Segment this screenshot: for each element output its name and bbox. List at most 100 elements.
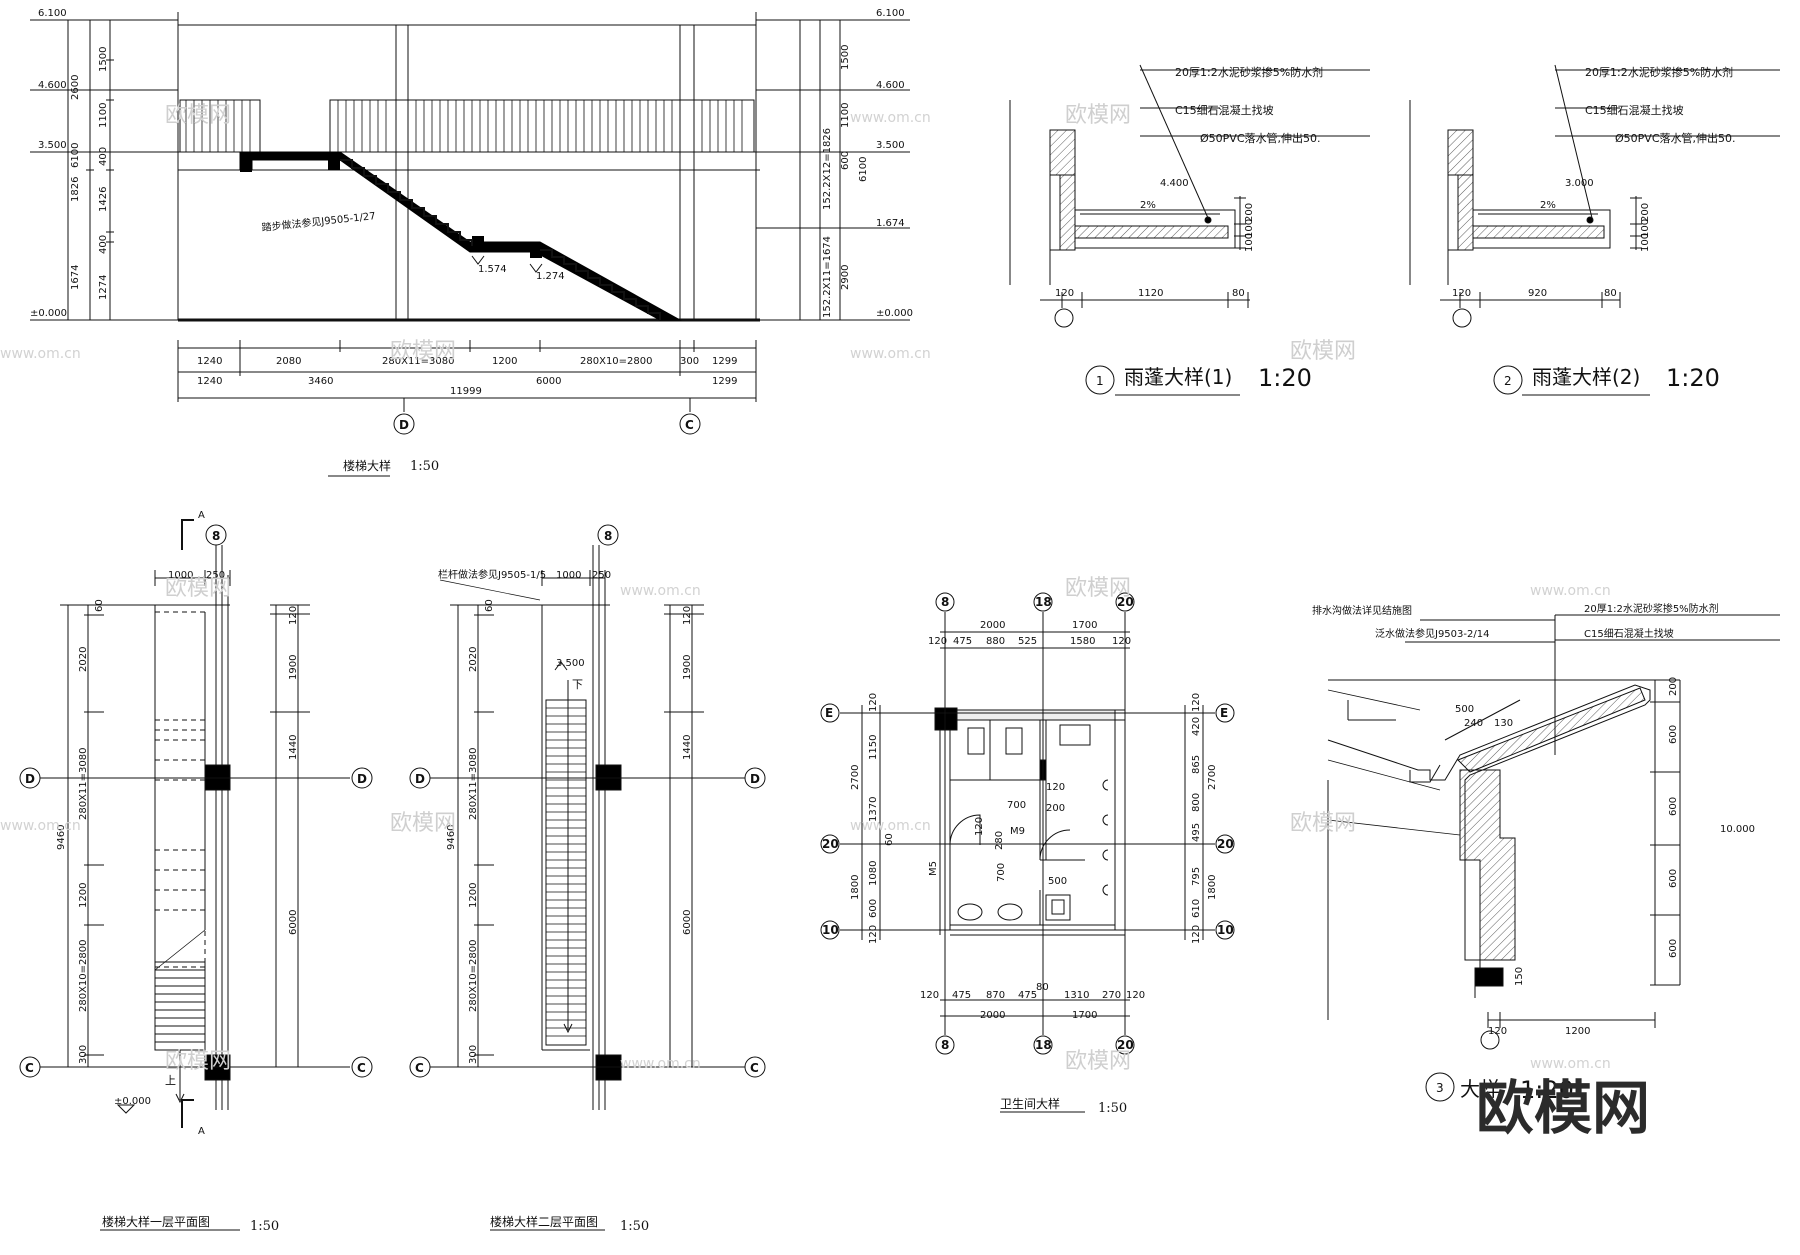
dim-text: 1200: [492, 356, 517, 367]
dim-text: 120: [868, 925, 879, 944]
axis-label: C: [685, 418, 694, 432]
drawing-title: 大样: [1460, 1077, 1500, 1101]
dim-text: 1500: [840, 45, 851, 70]
dim-text: 1800: [850, 875, 861, 900]
dim-text: 2000: [980, 1010, 1005, 1021]
dim-text: 700: [996, 863, 1007, 882]
axis-label: D: [25, 772, 35, 786]
axis-label: D: [750, 772, 760, 786]
dim-text: 1100: [98, 103, 109, 128]
dim-text: 1274: [98, 275, 109, 300]
dim-text: 280X11=3080: [382, 356, 455, 367]
dim-text: 700: [1007, 800, 1026, 811]
dim-text: 60: [484, 599, 495, 612]
dim-text: 6000: [288, 910, 299, 935]
up-indicator: 上: [165, 1074, 176, 1087]
axis-label: 20: [822, 837, 839, 851]
dim-text: 800: [1191, 793, 1202, 812]
toilet-bottom-dims: 120 475 870 475 1310 270 120 2000 1700: [920, 990, 1145, 1021]
step-note: 踏步做法参见J9505-1/27: [261, 209, 376, 234]
drawing-title: 雨蓬大样(2): [1532, 365, 1640, 389]
dim-text: 6000: [536, 376, 561, 387]
section-bottom-dims: 1240 2080 280X11=3080 1200 280X10=2800 3…: [197, 356, 737, 397]
drawing-title: 楼梯大样: [343, 458, 391, 473]
dim-text: 120: [1112, 636, 1131, 647]
dim-text: 2600: [70, 75, 81, 100]
dim-text: 200: [1046, 803, 1065, 814]
dim-text: 200: [1244, 203, 1255, 222]
drawing-title: 雨蓬大样(1): [1124, 365, 1232, 389]
dim-text: 250: [592, 570, 611, 581]
dim-text: 2080: [276, 356, 301, 367]
dim-text: 475: [1018, 990, 1037, 1001]
watermark-text: 欧模网: [165, 1049, 231, 1074]
dim-text: 1440: [288, 735, 299, 760]
dim-text: 1310: [1064, 990, 1089, 1001]
section-cut-label: A: [198, 1126, 205, 1137]
dim-text: 280X10=2800: [468, 940, 479, 1013]
axis-label: 20: [1217, 837, 1234, 851]
level-label: 6.100: [38, 8, 67, 19]
axis-label: 18: [1035, 1038, 1052, 1052]
canopy-detail-2: [1410, 65, 1780, 395]
watermark-text: www.om.cn: [0, 818, 81, 834]
dim-text: M9: [1010, 826, 1025, 837]
dim-text: 280X10=2800: [580, 356, 653, 367]
dim-text: 200: [1640, 203, 1651, 222]
drawing-scale: 1:20: [1520, 1076, 1574, 1104]
watermark-text: www.om.cn: [1530, 583, 1611, 599]
drawing-scale: 1:20: [1258, 364, 1312, 392]
dim-text: 920: [1528, 288, 1547, 299]
detail-number: 1: [1096, 374, 1104, 388]
dim-text: 1150: [868, 735, 879, 760]
dim-text: 120: [928, 636, 947, 647]
dim-text: 600: [868, 899, 879, 918]
dim-text: 610: [1191, 899, 1202, 918]
dim-text: 200: [1668, 677, 1679, 696]
dim-text: 240: [1464, 718, 1483, 729]
dim-text: 80: [1036, 982, 1049, 993]
axis-label: 8: [941, 1038, 949, 1052]
dim-text: 6100: [70, 143, 81, 168]
dim-text: 1900: [682, 655, 693, 680]
dim-text: 100: [1640, 233, 1651, 252]
dim-text: 1080: [868, 861, 879, 886]
dim-text: 300: [468, 1045, 479, 1064]
dim-text: 280X11=3080: [468, 748, 479, 821]
dim-text: 500: [1048, 876, 1067, 887]
eave-note: 泛水做法参见J9503-2/14: [1375, 627, 1489, 640]
axis-label: 8: [941, 595, 949, 609]
watermark-text: www.om.cn: [850, 346, 931, 362]
dim-text: 1100: [840, 103, 851, 128]
plan1-right-dims: 120 1900 1440 6000: [288, 606, 299, 935]
axis-label: C: [25, 1061, 34, 1075]
dim-text: 500: [1455, 704, 1474, 715]
dim-text: 2700: [1207, 765, 1218, 790]
axis-label: C: [357, 1061, 366, 1075]
drawing-title: 楼梯大样一层平面图: [102, 1214, 210, 1229]
canopy-detail-1: [1010, 65, 1370, 395]
axis-label: C: [415, 1061, 424, 1075]
toilet-top-dims: 2000 1700 120 475 880 525 1580 120: [928, 620, 1131, 647]
dim-text: 120: [1126, 990, 1145, 1001]
canopy-slope: 2%: [1540, 200, 1556, 211]
dim-text: 120: [288, 606, 299, 625]
dim-text: 1000: [556, 570, 581, 581]
dim-text: 600: [1668, 725, 1679, 744]
dim-text: 1800: [1207, 875, 1218, 900]
dim-text: 1120: [1138, 288, 1163, 299]
eave-note: 排水沟做法详见结施图: [1312, 604, 1412, 617]
dim-text: 130: [1494, 718, 1513, 729]
watermark-text: www.om.cn: [620, 1056, 701, 1072]
axis-label: D: [415, 772, 425, 786]
level-label: ±0.000: [876, 308, 913, 319]
dim-text: 865: [1191, 755, 1202, 774]
watermark-text: 欧模网: [1065, 576, 1131, 601]
level-label: 6.100: [876, 8, 905, 19]
watermark-text: 欧模网: [165, 103, 231, 128]
eave-note: 20厚1:2水泥砂浆掺5%防水剂: [1584, 602, 1719, 615]
dim-text: 1700: [1072, 620, 1097, 631]
drawing-scale: 1:50: [1098, 1101, 1127, 1116]
dim-text: 120: [974, 817, 985, 836]
dim-text: 100: [1640, 219, 1651, 238]
